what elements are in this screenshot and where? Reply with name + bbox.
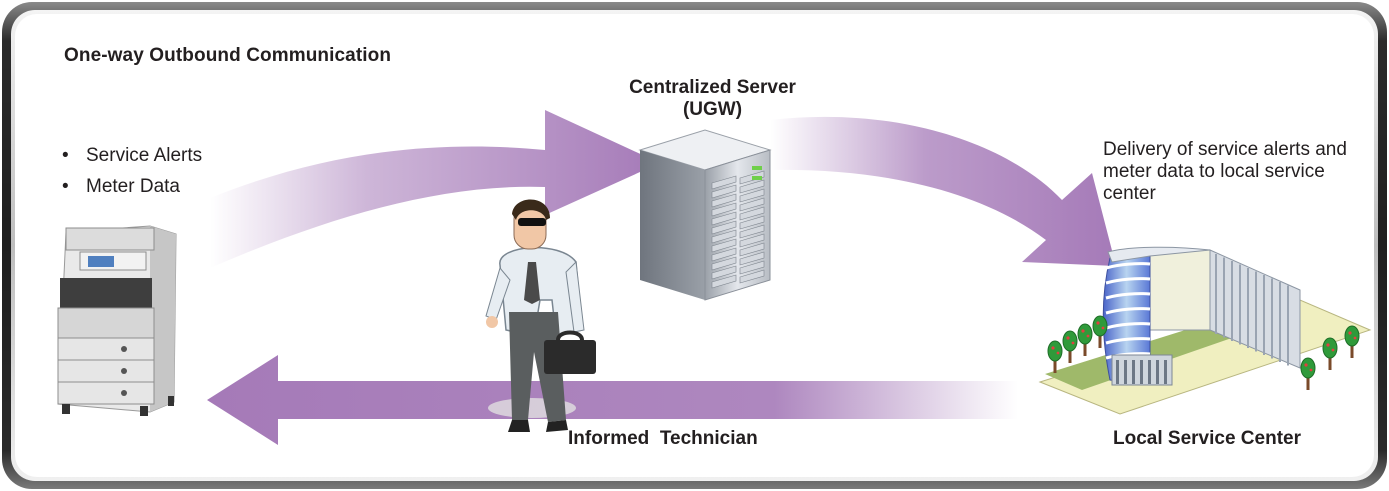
server-title: Centralized Server (UGW) — [570, 77, 855, 121]
diagram-heading: One-way Outbound Communication — [64, 45, 392, 66]
bullet-icon: • — [62, 145, 69, 166]
office-building-icon — [1038, 246, 1372, 415]
data-item: • Service Alerts — [62, 140, 202, 171]
flow-arrow-printer-to-server — [210, 110, 660, 268]
technician-label: Informed Technician — [568, 428, 758, 449]
server-title-line1: Centralized Server — [629, 77, 796, 98]
delivery-note: Delivery of service alerts and meter dat… — [1103, 139, 1347, 204]
tower-server-icon — [638, 129, 772, 301]
data-item: • Meter Data — [62, 171, 202, 202]
data-items-list: • Service Alerts • Meter Data — [62, 140, 202, 202]
flow-arrow-center-to-printer — [207, 355, 1018, 445]
multifunction-printer-icon — [57, 225, 177, 416]
data-item-label: Meter Data — [86, 176, 180, 197]
flow-arrow-server-to-center — [770, 116, 1116, 267]
technician-with-briefcase-icon — [485, 199, 596, 432]
bullet-icon: • — [62, 176, 69, 197]
service-center-label: Local Service Center — [1113, 428, 1301, 449]
data-item-label: Service Alerts — [86, 145, 203, 166]
server-title-line2: (UGW) — [682, 99, 743, 120]
